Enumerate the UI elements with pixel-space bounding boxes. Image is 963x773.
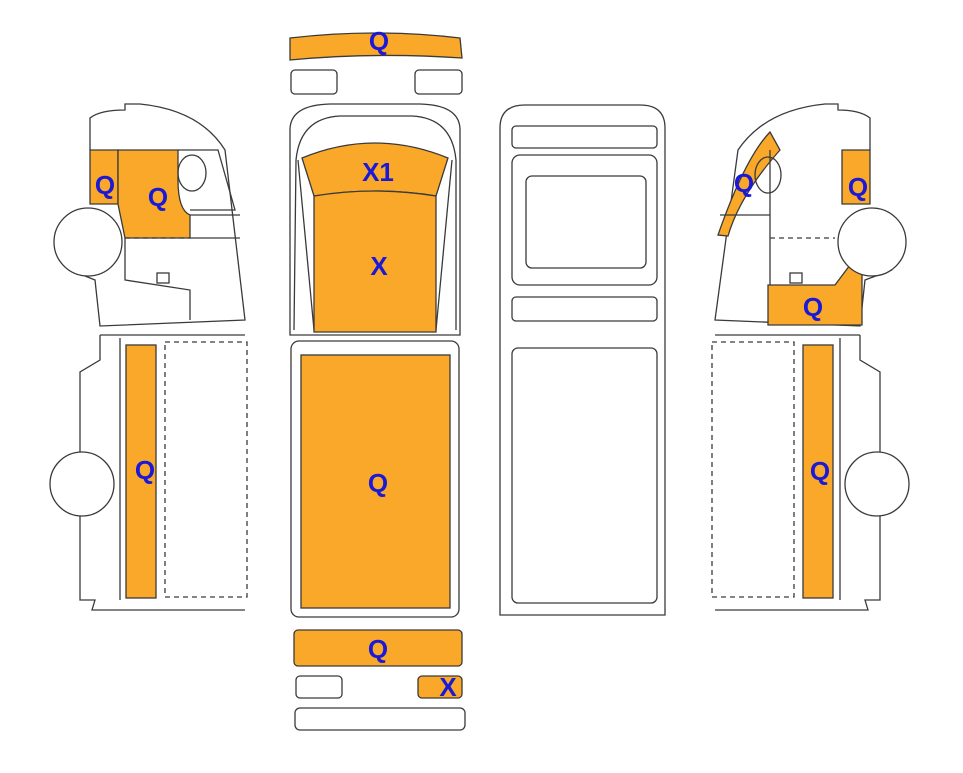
left-cab-panel bbox=[124, 238, 191, 320]
right-front-wheel bbox=[837, 207, 907, 277]
right-cab-rear bbox=[841, 149, 871, 205]
cab-roof bbox=[313, 190, 437, 333]
right-side-view bbox=[711, 103, 910, 611]
left-cab-outline bbox=[69, 103, 246, 327]
left-cab-door bbox=[117, 149, 191, 239]
vehicle-outlines bbox=[49, 32, 910, 731]
left-rear-wheel bbox=[49, 451, 115, 517]
label-rear-small-panel: X bbox=[439, 672, 457, 702]
label-right-cab-front: Q bbox=[734, 168, 754, 198]
label-left-body-strip: Q bbox=[135, 455, 155, 485]
left-side-view bbox=[49, 103, 248, 611]
underside-cargo bbox=[511, 347, 658, 604]
left-body-outline bbox=[79, 334, 245, 611]
right-body-outline bbox=[715, 334, 881, 611]
cab-inner-outline bbox=[293, 115, 457, 331]
cargo-outline bbox=[290, 340, 460, 618]
left-cargo-door bbox=[164, 341, 248, 598]
cab-windshield-right bbox=[435, 159, 453, 331]
underside-engine-inner bbox=[525, 175, 647, 269]
left-body-strip bbox=[125, 344, 157, 599]
right-rear-wheel bbox=[844, 451, 910, 517]
front-left-lamp bbox=[290, 69, 338, 95]
underside-mid-bar bbox=[511, 296, 658, 322]
rear-left-lamp bbox=[295, 675, 343, 699]
right-body-strip bbox=[802, 344, 834, 599]
left-handle bbox=[156, 272, 170, 284]
cab-outline bbox=[289, 103, 461, 336]
underside-outline bbox=[499, 104, 666, 616]
cab-windshield-left bbox=[297, 159, 315, 331]
label-cab-roof-front: X1 bbox=[362, 157, 394, 187]
label-rear-panel: Q bbox=[368, 634, 388, 664]
cargo-roof bbox=[300, 354, 451, 609]
damage-labels: Q X1 X Q Q X Q Q Q Q Q Q Q bbox=[95, 26, 868, 702]
rear-small-panel bbox=[417, 675, 463, 699]
left-mirror bbox=[177, 154, 207, 192]
label-roof-front-strip: Q bbox=[369, 26, 389, 56]
label-left-cab-front: Q bbox=[95, 170, 115, 200]
left-front-wheel bbox=[53, 207, 123, 277]
roof-front-strip bbox=[289, 32, 463, 61]
right-cargo-door bbox=[711, 341, 795, 598]
underside-engine bbox=[511, 154, 658, 286]
label-right-cab-lower: Q bbox=[803, 292, 823, 322]
rear-panel bbox=[293, 629, 463, 667]
label-right-body-strip: Q bbox=[810, 456, 830, 486]
label-cab-roof: X bbox=[370, 251, 388, 281]
right-cab-outline bbox=[714, 103, 893, 327]
front-right-lamp bbox=[414, 69, 463, 95]
underside-top-bar bbox=[511, 125, 658, 149]
right-handle bbox=[789, 272, 803, 284]
label-right-cab-rear: Q bbox=[848, 172, 868, 202]
right-mirror bbox=[754, 156, 782, 194]
label-cargo-roof: Q bbox=[368, 468, 388, 498]
rear-bumper bbox=[294, 707, 466, 731]
left-window bbox=[178, 149, 236, 211]
label-left-cab-door: Q bbox=[148, 182, 168, 212]
